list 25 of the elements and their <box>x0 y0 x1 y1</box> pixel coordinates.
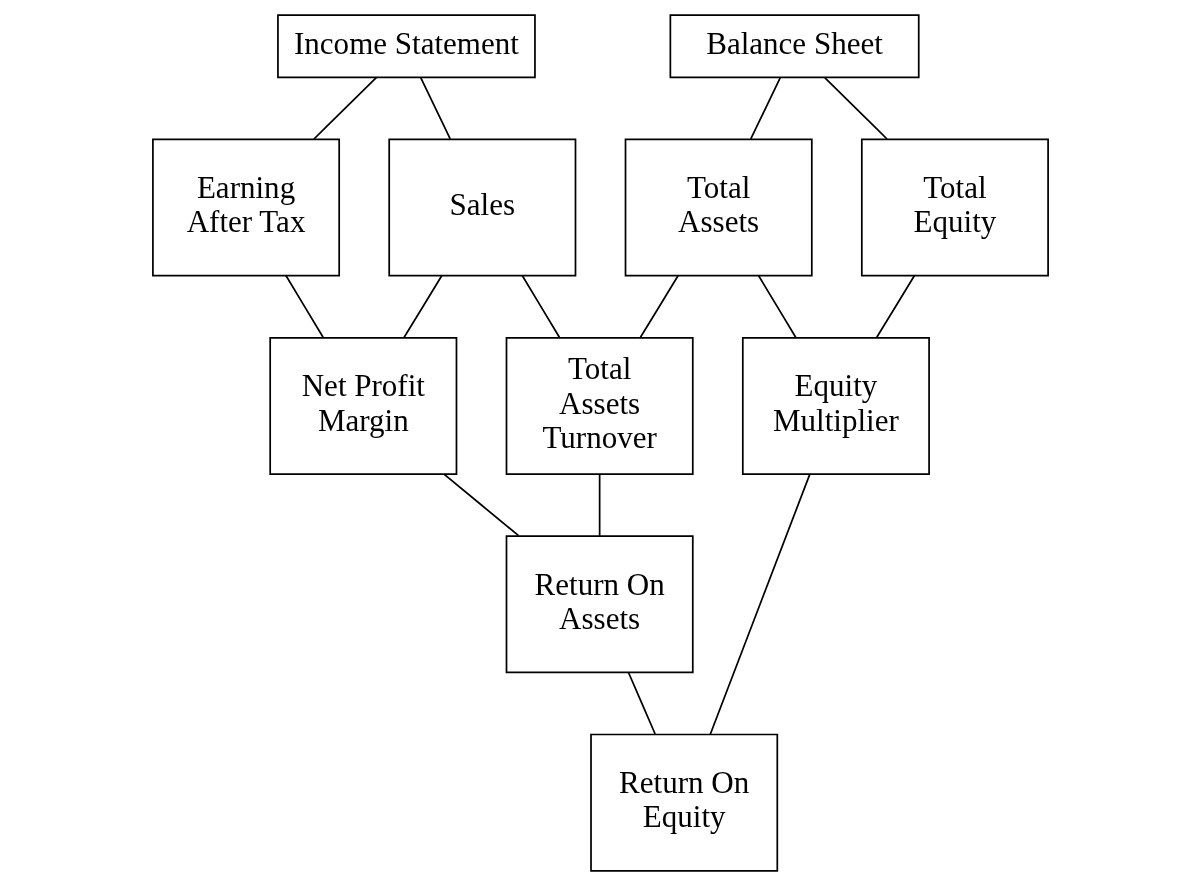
node-box: Total Assets Turnover <box>505 336 694 475</box>
node-box: Total Assets <box>624 138 813 277</box>
connector <box>823 76 888 140</box>
node-box: Return On Assets <box>505 535 694 674</box>
node-box: Net Profit Margin <box>268 336 457 475</box>
connector <box>639 274 679 339</box>
node-box: Sales <box>387 138 576 277</box>
node-box: Balance Sheet <box>669 14 920 79</box>
node-box: Earning After Tax <box>151 138 340 277</box>
connector <box>419 76 451 140</box>
connector <box>284 274 324 339</box>
node-box: Equity Multiplier <box>741 336 930 475</box>
connector <box>312 76 377 140</box>
connector <box>521 274 560 339</box>
node-box: Income Statement <box>276 14 536 79</box>
connector <box>875 274 915 339</box>
node-box: Total Equity <box>860 138 1049 277</box>
connector <box>598 473 600 537</box>
connector <box>402 274 443 339</box>
connector <box>757 274 797 339</box>
connector <box>442 473 519 537</box>
connector <box>627 671 656 735</box>
connector <box>749 76 781 140</box>
connector <box>709 473 811 735</box>
node-box: Return On Equity <box>589 733 778 872</box>
